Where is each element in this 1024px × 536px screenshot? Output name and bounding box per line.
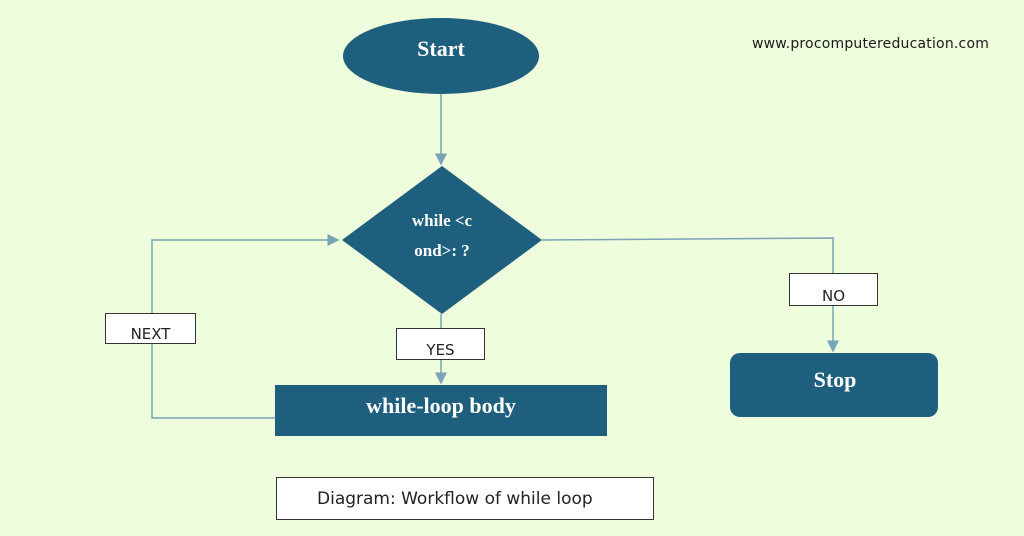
decision-condition: while <c ond>: ? — [382, 206, 502, 266]
decision-node: while <c ond>: ? — [342, 166, 542, 314]
decision-diamond — [342, 166, 542, 314]
decision-line-1: while <c — [411, 211, 473, 230]
yes-label: YES — [396, 328, 485, 360]
decision-line-2: ond>: ? — [414, 241, 470, 260]
website-url: www.procomputereducation.com — [752, 36, 990, 52]
next-label: NEXT — [105, 313, 196, 344]
decision-to-stop-arrow — [541, 237, 839, 353]
stop-label: Stop — [813, 367, 857, 392]
start-label: Start — [417, 36, 465, 61]
diagram-caption: Diagram: Workflow of while loop — [276, 477, 654, 520]
stop-node: Stop — [730, 353, 938, 417]
loop-body-label: while-loop body — [366, 392, 516, 418]
loop-body-node: while-loop body — [275, 385, 607, 436]
no-label: NO — [789, 273, 878, 306]
start-node: Start — [343, 18, 539, 94]
